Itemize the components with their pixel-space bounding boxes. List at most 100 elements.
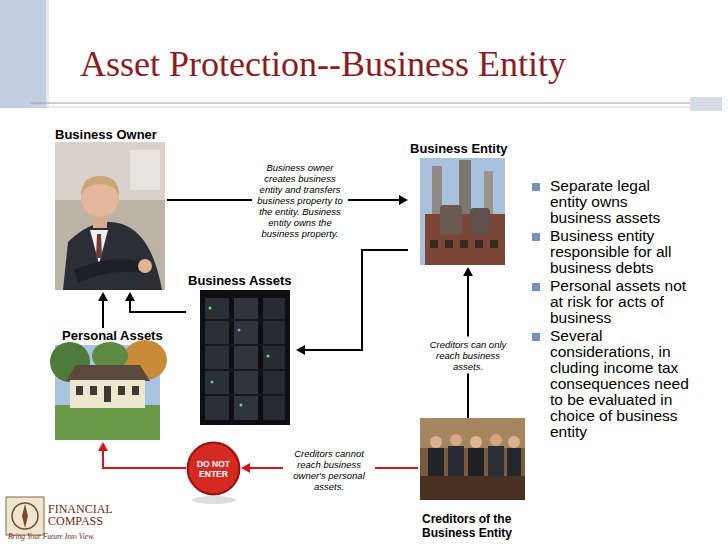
slide-template-part: [46, 0, 49, 108]
creditors-photo-part: [488, 446, 504, 478]
bullet-marker: [532, 183, 540, 191]
node-heading: Personal Assets: [62, 328, 163, 343]
logo-name: FINANCIAL COMPASS: [48, 503, 120, 527]
server-photo-part: [263, 298, 285, 420]
bullet-text: Personal assets not at risk for acts of …: [550, 278, 690, 326]
sign-text: DO NOT ENTER: [194, 459, 234, 479]
server-photo-part: [205, 319, 285, 321]
server-photo-part: [205, 369, 285, 371]
house-photo-part: [118, 386, 125, 395]
arrow-head: [296, 345, 305, 355]
entity-photo-part: [445, 240, 453, 248]
creditors-photo-part: [428, 448, 444, 478]
creditors-photo: [420, 418, 525, 500]
bullet-marker: [532, 333, 540, 341]
creditors-photo-part: [468, 448, 484, 478]
bullet-marker: [532, 283, 540, 291]
bullet-marker: [532, 233, 540, 241]
stop-sign: DO NOT ENTER: [186, 441, 241, 496]
bullet-item: Business entity responsible for all busi…: [530, 228, 720, 276]
bullet-item: Personal assets not at risk for acts of …: [530, 278, 720, 326]
bullet-item: Several considerations, in cluding incom…: [530, 328, 720, 440]
node-heading: Business Assets: [188, 273, 292, 288]
house-photo-part: [132, 386, 139, 395]
photo-node: Creditors of the Business Entity: [418, 418, 528, 540]
sign-disc: [188, 443, 240, 495]
slide-template-part: [0, 0, 46, 108]
slide-template-part: [30, 103, 722, 104]
creditors-photo-part: [420, 418, 525, 448]
server-photo-part: [205, 394, 285, 396]
slide-title: Asset Protection--Business Entity: [80, 44, 566, 84]
entity-photo-part: [475, 240, 483, 248]
entity-photo-part: [490, 240, 498, 248]
house-photo-part: [76, 386, 83, 395]
house-photo-part: [55, 405, 160, 440]
entity-photo: [420, 158, 505, 265]
owner-photo-part: [81, 176, 119, 195]
house-photo-part: [66, 365, 150, 381]
photo-node: Business Assets: [186, 273, 296, 427]
connector: [102, 300, 104, 328]
server-photo-part: [209, 307, 212, 310]
creditors-photo-part: [448, 446, 464, 478]
sign-pole: [192, 496, 236, 504]
node-heading: Business Entity: [410, 141, 508, 156]
entity-photo-part: [460, 240, 468, 248]
arrow-head: [399, 195, 408, 205]
creditors-photo-part: [420, 418, 525, 500]
photo-node: Personal Assets: [52, 328, 166, 442]
slide-template-part: [30, 107, 722, 108]
logo-tagline: Bring Your Future Into View.: [8, 532, 94, 541]
company-logo-part: [6, 497, 44, 535]
entity-photo-part: [440, 205, 462, 235]
house-photo-part: [90, 386, 97, 395]
server-photo-part: [205, 344, 285, 346]
creditors-photo-part: [508, 436, 520, 448]
creditors-photo-part: [490, 434, 502, 446]
server-photo-part: [200, 290, 290, 425]
creditors-photo-part: [450, 434, 462, 446]
server-photo-part: [205, 298, 229, 420]
connector: [103, 450, 186, 468]
owner-photo-part: [96, 234, 102, 258]
owner-photo-part: [90, 230, 108, 264]
creditors-photo-part: [507, 448, 521, 478]
slide-template: [0, 0, 722, 111]
owner-photo-part: [74, 259, 142, 283]
bullet-item: Separate legal entity owns business asse…: [530, 178, 720, 226]
entity-photo-part: [420, 158, 505, 265]
arrow-head: [98, 292, 108, 301]
owner-photo-part: [63, 222, 162, 290]
bullet-text: Business entity responsible for all busi…: [550, 228, 690, 276]
arrow-head: [125, 292, 135, 301]
arrow-head: [98, 442, 108, 451]
house-photo-part: [70, 380, 145, 408]
node-heading: Creditors of the Business Entity: [422, 512, 526, 540]
edge-label: Creditors cannot reach business owner's …: [283, 446, 375, 494]
company-logo: [6, 497, 44, 535]
bullet-list: Separate legal entity owns business asse…: [530, 178, 720, 442]
connector: [130, 300, 186, 312]
owner-photo-part: [130, 150, 160, 190]
company-logo-part: [12, 503, 38, 529]
server-photo-part: [234, 298, 258, 420]
server-photo-part: [211, 381, 214, 384]
arrow-head: [463, 267, 473, 276]
edge-label: Creditors can only reach business assets…: [421, 337, 515, 374]
server-photo-part: [267, 355, 270, 358]
entity-photo-part: [430, 240, 438, 248]
owner-photo-part: [138, 259, 152, 273]
house-photo: [50, 340, 167, 440]
sign-pole-part: [192, 496, 236, 504]
company-logo-part: [22, 504, 28, 528]
photo-node: Business Owner: [52, 127, 167, 292]
creditors-photo-part: [470, 436, 482, 448]
entity-photo-part: [425, 214, 505, 265]
server-photo-part: [238, 329, 241, 332]
edge-label: Business owner creates business entity a…: [252, 160, 348, 241]
bullet-text: Several considerations, in cluding incom…: [550, 328, 690, 440]
arrow-head: [241, 463, 250, 473]
creditors-photo-part: [420, 476, 525, 500]
